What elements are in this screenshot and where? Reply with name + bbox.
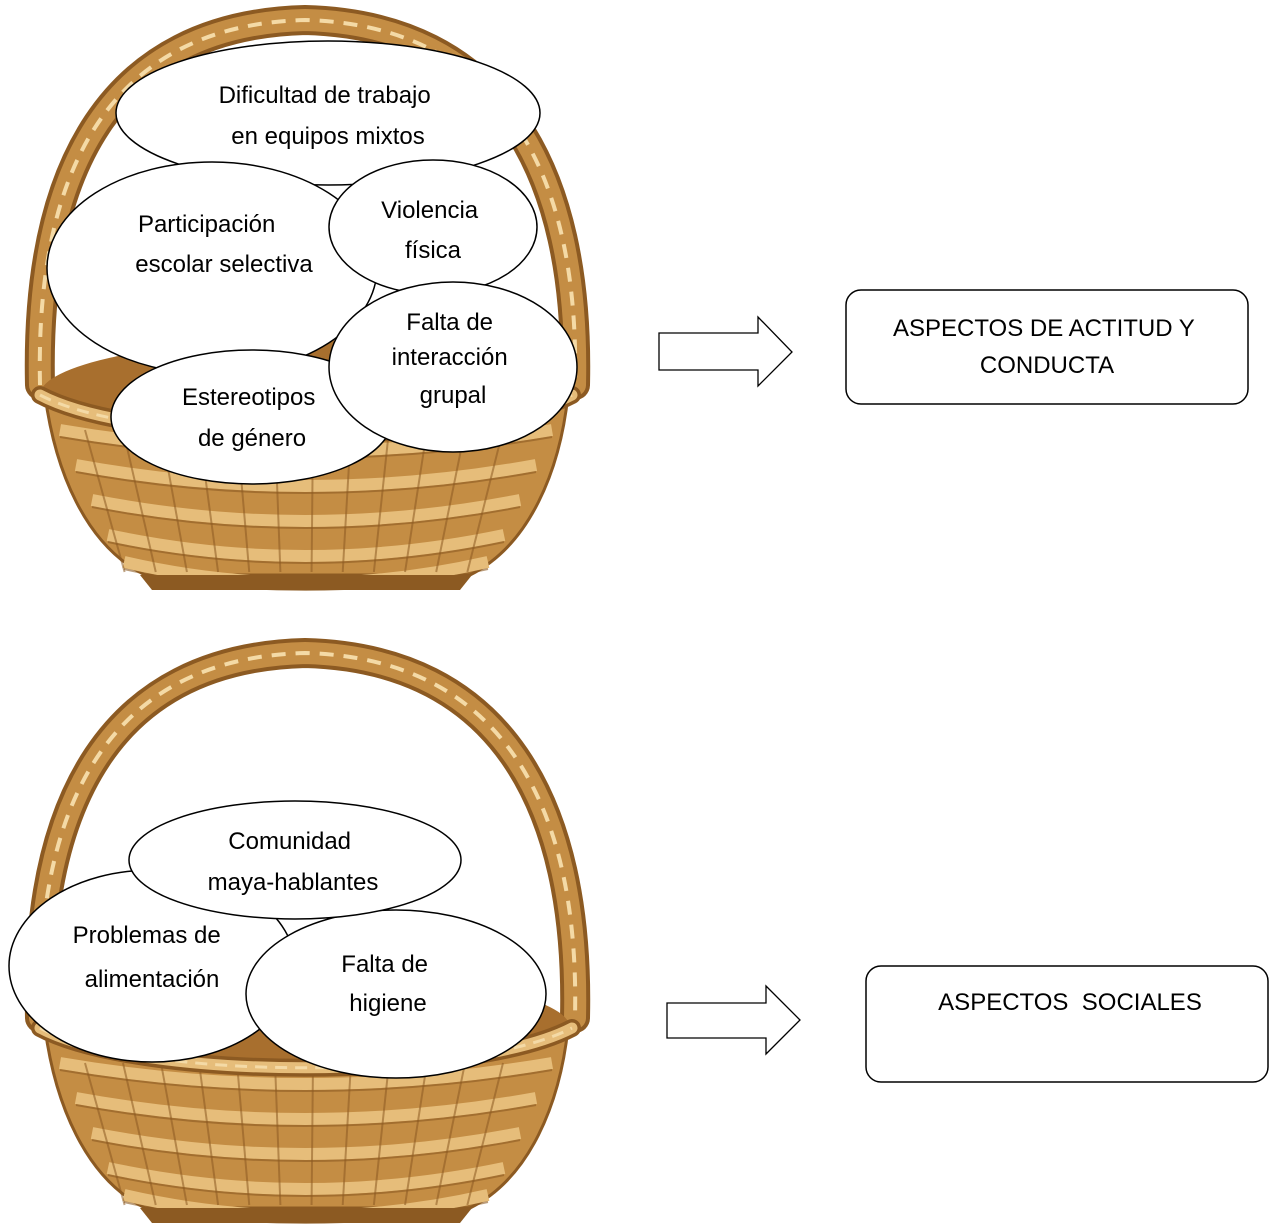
svg-text:Dificultad de trabajo: Dificultad de trabajo en equipos mixtos bbox=[219, 82, 438, 150]
category-line: CONDUCTA bbox=[980, 352, 1114, 379]
basket-stake bbox=[435, 1062, 466, 1206]
bubble-violencia-fisica: Violencia física bbox=[328, 159, 538, 295]
bubble-line: Dificultad de trabajo bbox=[219, 82, 431, 109]
basket-weave-row bbox=[106, 1162, 506, 1195]
bubble-line: Comunidad bbox=[228, 828, 351, 855]
basket-stake bbox=[435, 429, 466, 573]
category-line: ASPECTOS DE ACTITUD Y bbox=[893, 315, 1195, 342]
bubble-line: de género bbox=[198, 425, 306, 452]
basket-stake bbox=[84, 1062, 126, 1206]
svg-text:Comunidad maya-hablant: Comunidad maya-hablantes bbox=[208, 828, 379, 896]
bubble-line: Estereotipos bbox=[182, 384, 315, 411]
basket-weave-row bbox=[90, 1127, 522, 1160]
basket-stake bbox=[84, 429, 126, 573]
basket-stake bbox=[372, 429, 390, 573]
category-line: ASPECTOS SOCIALES bbox=[938, 989, 1202, 1016]
basket-weave-row bbox=[90, 494, 522, 527]
basket-rim-weave bbox=[39, 1026, 573, 1070]
basket-weave-line bbox=[91, 506, 521, 529]
svg-text:Falta de higiene: Falta de higiene bbox=[341, 951, 434, 1017]
bubble-line: Falta de bbox=[341, 951, 428, 978]
basket-weave-row bbox=[74, 1092, 538, 1125]
basket-stake bbox=[404, 1062, 428, 1206]
bubble-line: física bbox=[405, 237, 462, 264]
basket-stake bbox=[122, 429, 157, 573]
svg-text:Violencia física: Violencia física bbox=[381, 197, 485, 264]
basket-weave-line bbox=[107, 1174, 505, 1197]
bubble-problemas-text: Problemas de alimentación bbox=[73, 922, 228, 993]
basket-stake bbox=[198, 1062, 220, 1206]
bubble-line: alimentación bbox=[85, 966, 220, 993]
svg-text:ASPECTOS DE ACTITUD Y: ASPECTOS DE ACTITUD Y CONDUCTA bbox=[893, 315, 1201, 379]
basket-base bbox=[140, 1208, 472, 1223]
right-arrow-icon bbox=[666, 984, 801, 1056]
svg-text:Participación escolar: Participación escolar selectiva bbox=[135, 211, 313, 278]
bubble-line: Falta de bbox=[406, 309, 493, 336]
bubble-line: Violencia bbox=[381, 197, 479, 224]
group-sociales: Falta de higiene Comunidad maya-hablante… bbox=[8, 637, 1269, 1224]
bubble-dificultad-trabajo: Dificultad de trabajo en equipos mixtos bbox=[115, 40, 541, 186]
svg-text:Falta de interacción: Falta de interacción grupal bbox=[392, 309, 515, 409]
bubble-comunidad-maya: Comunidad maya-hablantes bbox=[128, 800, 462, 920]
basket-stake bbox=[404, 429, 428, 573]
bubble-line: Participación bbox=[138, 211, 275, 238]
basket-weave-line bbox=[91, 1139, 521, 1162]
bubble-line: escolar selectiva bbox=[135, 251, 313, 278]
bubble-line: higiene bbox=[349, 990, 426, 1017]
basket-base bbox=[140, 575, 472, 590]
basket-weave-row bbox=[58, 1057, 554, 1090]
basket-stake bbox=[466, 429, 504, 573]
basket-weave-line bbox=[75, 1104, 537, 1127]
basket-stake bbox=[274, 1062, 282, 1206]
basket-weave-line bbox=[75, 471, 537, 494]
bubble-line: Problemas de bbox=[73, 922, 221, 949]
basket-handle-weave bbox=[37, 17, 578, 386]
basket-stake bbox=[236, 1062, 251, 1206]
basket-weave-row bbox=[106, 529, 506, 562]
bubble-estereotipos-genero: Estereotipos de género bbox=[110, 349, 394, 485]
basket-stake bbox=[160, 1062, 188, 1206]
basket-stake bbox=[341, 1062, 352, 1206]
bubble-line: interacción bbox=[392, 344, 508, 371]
category-box-actitud: ASPECTOS DE ACTITUD Y CONDUCTA bbox=[845, 289, 1249, 405]
basket-weave-line bbox=[107, 541, 505, 564]
basket-stake bbox=[372, 1062, 390, 1206]
basket-stake bbox=[310, 1062, 314, 1206]
basket-stake bbox=[466, 1062, 504, 1206]
category-box-sociales: ASPECTOS SOCIALES bbox=[865, 965, 1269, 1083]
basket-handle-weave bbox=[37, 650, 578, 1019]
right-arrow-icon bbox=[658, 315, 793, 388]
bubble-falta-interaccion: Falta de interacción grupal bbox=[328, 281, 578, 453]
basket-weave-row bbox=[74, 459, 538, 492]
bubble-line: en equipos mixtos bbox=[231, 123, 424, 150]
bubble-line: grupal bbox=[420, 382, 487, 409]
svg-text:Estereotipos de género: Estereotipos de género bbox=[182, 384, 322, 452]
bubble-line: maya-hablantes bbox=[208, 869, 379, 896]
bubble-participacion-escolar: Participación escolar selectiva bbox=[46, 161, 378, 375]
group-actitud-conducta: Dificultad de trabajo en equipos mixtos … bbox=[24, 4, 1249, 591]
svg-text:ASPECTOS SOCIALES: ASPECTOS SOCIALES bbox=[938, 989, 1202, 1016]
basket-stake bbox=[122, 1062, 157, 1206]
bubble-falta-higiene: Falta de higiene bbox=[245, 909, 547, 1079]
